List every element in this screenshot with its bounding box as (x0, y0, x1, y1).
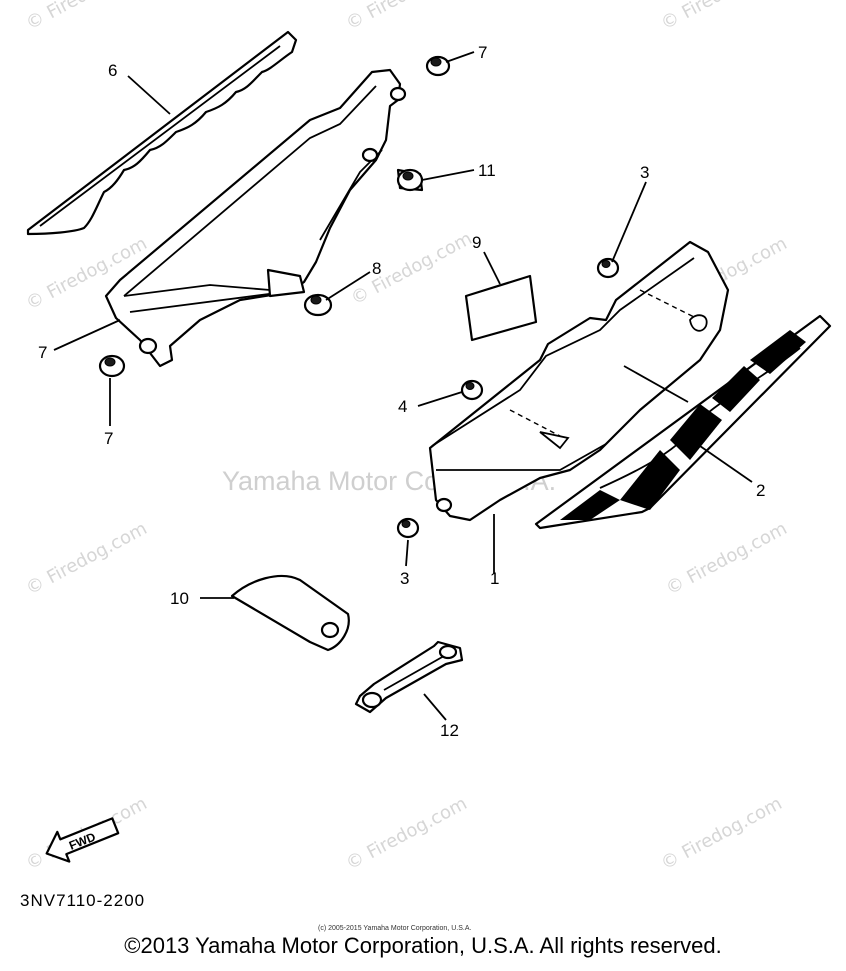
grommet-3-top (596, 257, 620, 279)
part-5-bracket (104, 68, 407, 368)
watermark: © Firedog.com (657, 0, 785, 34)
grommet-7-top (425, 55, 451, 77)
callout-9: 11 (478, 161, 496, 180)
watermark: © Firedog.com (22, 0, 150, 34)
callout-1: 1 (490, 569, 499, 588)
watermark: © Firedog.com (342, 793, 470, 874)
leader-3-bottom (405, 539, 409, 567)
callout-3-bottom: 3 (400, 569, 409, 588)
leader-4 (417, 391, 463, 407)
callouts: 6 7 11 3 9 8 7 4 7 2 3 1 10 12 (38, 43, 765, 740)
watermark: © Firedog.com (657, 793, 785, 874)
callout-11: 10 (170, 589, 189, 608)
part-12-strap (354, 640, 464, 714)
part-6-strip (26, 30, 298, 236)
grommet-4 (460, 379, 484, 401)
leader-12 (423, 693, 447, 721)
watermark: © Firedog.com (22, 518, 150, 599)
leader-lines (53, 51, 753, 721)
footer-copyright: ©2013 Yamaha Motor Corporation, U.S.A. A… (124, 933, 722, 958)
diagram-code: 3NV7110-2200 (20, 891, 145, 910)
grommet-8 (303, 293, 333, 317)
callout-10: 9 (472, 233, 481, 252)
leader-9 (421, 169, 475, 181)
callout-6: 6 (108, 61, 117, 80)
part-2-emblem (534, 314, 832, 530)
callout-2: 2 (756, 481, 765, 500)
callout-5: 7 (38, 343, 47, 362)
part-1-side-cover (428, 240, 730, 522)
grommet-3-bottom (396, 517, 420, 539)
bushing-9 (396, 168, 424, 192)
leader-2 (699, 445, 753, 483)
small-copyright: (c) 2005-2015 Yamaha Motor Corporation, … (318, 925, 471, 932)
callout-8: 8 (372, 259, 381, 278)
callout-7-top: 7 (478, 43, 487, 62)
part-10-plate (464, 274, 538, 342)
callout-12: 12 (440, 721, 459, 740)
leader-3-top (611, 181, 647, 263)
leader-6 (127, 75, 171, 115)
part-11-pad (230, 575, 350, 652)
leader-8 (325, 271, 371, 301)
leader-10 (483, 251, 501, 285)
watermark: © Firedog.com (347, 228, 475, 309)
callout-4: 4 (398, 397, 407, 416)
leader-7-top (445, 51, 475, 63)
watermark: © Firedog.com (662, 518, 790, 599)
grommet-7-bottom (98, 354, 126, 378)
callout-7-bottom: 7 (104, 429, 113, 448)
callout-3-top: 3 (640, 163, 649, 182)
leader-5 (53, 319, 121, 351)
watermark: © Firedog.com (342, 0, 470, 34)
